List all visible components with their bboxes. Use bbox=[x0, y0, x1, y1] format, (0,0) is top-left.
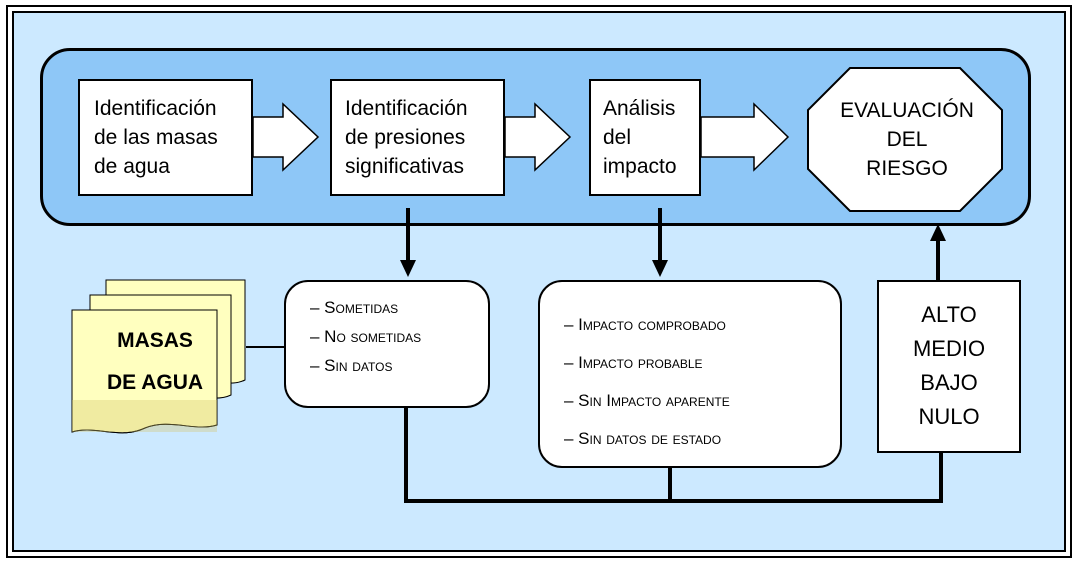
documents-line: MASAS bbox=[117, 329, 193, 352]
list-item: – Sin datos de estado bbox=[564, 429, 722, 448]
step-identify-water-bodies: Identificación de las masas de agua bbox=[78, 79, 253, 196]
flow-arrow bbox=[252, 102, 320, 172]
list-item: – No sometidas bbox=[310, 327, 422, 346]
step-impact-analysis: Análisis del impacto bbox=[589, 79, 701, 196]
down-arrow-head bbox=[652, 260, 668, 277]
step-label: Identificación de las masas de agua bbox=[94, 97, 218, 178]
water-bodies-documents bbox=[71, 279, 246, 434]
list-item: – Impacto comprobado bbox=[564, 315, 726, 334]
risk-level: ALTO bbox=[921, 302, 977, 327]
step-label: Identificación de presiones significativ… bbox=[345, 97, 468, 178]
water-bodies-label: MASAS DE AGUA bbox=[80, 320, 230, 404]
step-label: Análisis del impacto bbox=[603, 97, 677, 178]
list-item: – Sin datos bbox=[310, 356, 393, 375]
up-arrow-head bbox=[930, 224, 946, 241]
evaluation-text: EVALUACIÓN DEL RIESGO bbox=[840, 99, 974, 180]
risk-evaluation-label: EVALUACIÓN DEL RIESGO bbox=[812, 96, 1002, 183]
list-item: – Sometidas bbox=[310, 298, 399, 317]
impact-list: – Impacto comprobado – Impacto probable … bbox=[538, 280, 842, 468]
risk-level: BAJO bbox=[920, 370, 978, 395]
risk-levels-box: ALTO MEDIO BAJO NULO bbox=[877, 280, 1021, 453]
flow-arrow bbox=[504, 102, 572, 172]
risk-evaluation-octagon bbox=[807, 67, 1003, 212]
risk-level: MEDIO bbox=[912, 336, 986, 361]
risk-level: NULO bbox=[918, 404, 980, 429]
outer-frame bbox=[6, 5, 1072, 558]
down-arrow-head bbox=[400, 260, 416, 277]
flow-arrow bbox=[700, 102, 790, 172]
pressures-list: – Sometidas – No sometidas – Sin datos bbox=[284, 280, 490, 408]
connector-line bbox=[404, 408, 943, 503]
documents-line: DE AGUA bbox=[106, 371, 204, 394]
list-item: – Sin Impacto aparente bbox=[564, 391, 730, 410]
step-identify-pressures: Identificación de presiones significativ… bbox=[330, 79, 505, 196]
list-item: – Impacto probable bbox=[564, 353, 703, 372]
